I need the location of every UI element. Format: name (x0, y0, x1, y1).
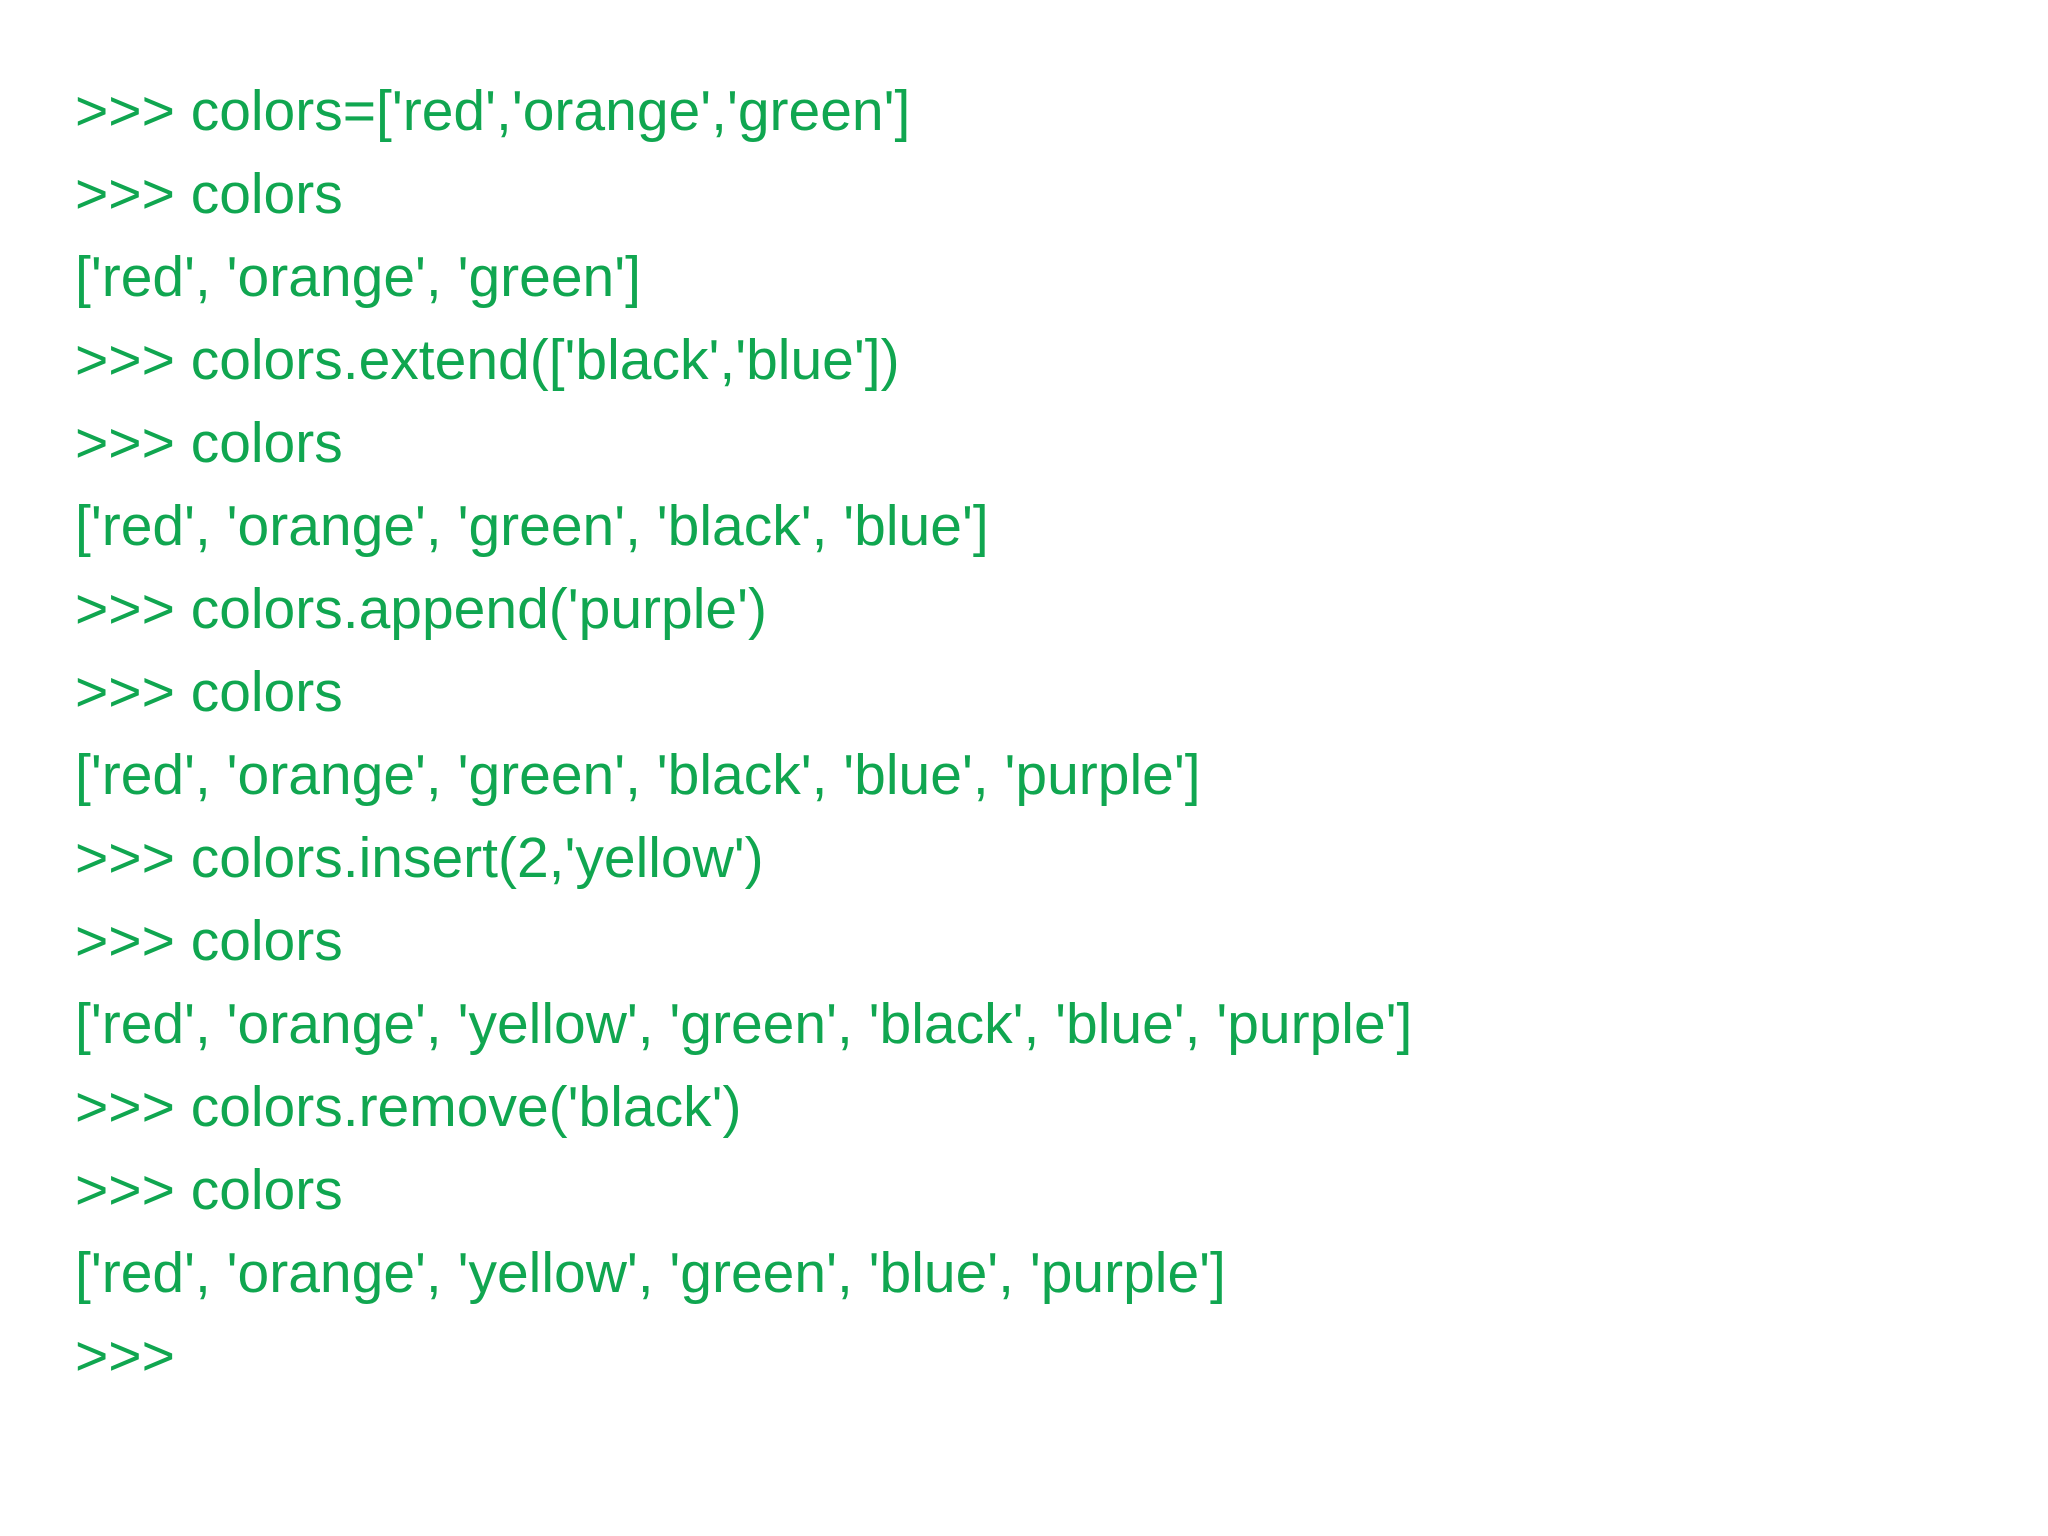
repl-input-line: >>> colors (75, 660, 343, 724)
repl-prompt-line[interactable]: >>> (75, 1324, 175, 1388)
repl-output-line: ['red', 'orange', 'green'] (75, 245, 641, 309)
repl-input-line: >>> colors (75, 162, 343, 226)
repl-input-line: >>> colors.append('purple') (75, 577, 767, 641)
repl-output-line: ['red', 'orange', 'green', 'black', 'blu… (75, 494, 989, 558)
repl-output-line: ['red', 'orange', 'green', 'black', 'blu… (75, 743, 1201, 807)
repl-input-line: >>> colors.insert(2,'yellow') (75, 826, 764, 890)
repl-input-line: >>> colors.extend(['black','blue']) (75, 328, 900, 392)
repl-input-line: >>> colors=['red','orange','green'] (75, 79, 911, 143)
repl-input-line: >>> colors (75, 411, 343, 475)
repl-output-line: ['red', 'orange', 'yellow', 'green', 'bl… (75, 1241, 1226, 1305)
repl-input-line: >>> colors.remove('black') (75, 1075, 742, 1139)
repl-output-line: ['red', 'orange', 'yellow', 'green', 'bl… (75, 992, 1413, 1056)
repl-input-line: >>> colors (75, 909, 343, 973)
repl-input-line: >>> colors (75, 1158, 343, 1222)
